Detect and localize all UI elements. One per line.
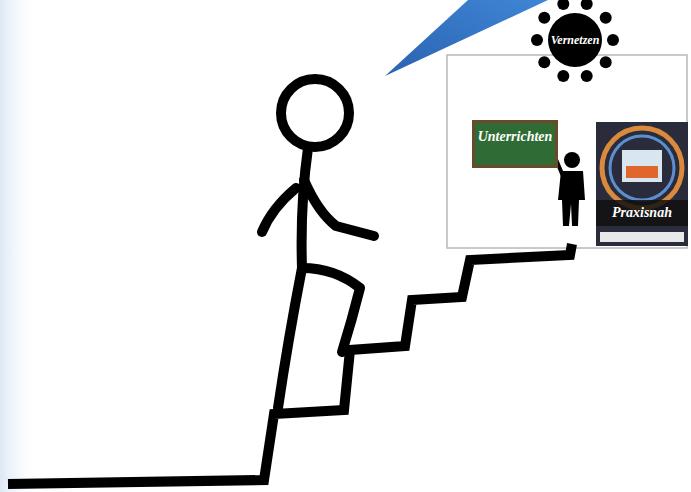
photo-detail xyxy=(626,166,658,178)
chair xyxy=(557,70,569,82)
chair xyxy=(607,34,619,46)
photo-panel xyxy=(596,122,688,246)
figure-arm xyxy=(304,180,374,236)
chair xyxy=(581,0,593,10)
teacher-body xyxy=(558,171,585,226)
photo-band xyxy=(596,200,688,226)
chalkboard-node: Unterrichten xyxy=(472,120,558,168)
chair xyxy=(581,70,593,82)
photo-ring xyxy=(610,136,674,200)
photo-ring xyxy=(602,128,682,208)
chair xyxy=(538,12,550,24)
node-label: Unterrichten xyxy=(478,129,553,145)
round-table xyxy=(548,13,602,67)
photo-footer xyxy=(600,232,684,242)
chair xyxy=(557,0,569,10)
photo-node: Praxisnah xyxy=(598,200,686,226)
teacher-head xyxy=(564,152,580,168)
stick-figure xyxy=(262,79,374,408)
staircase xyxy=(8,244,572,484)
figure-arm xyxy=(262,188,296,232)
chair xyxy=(538,56,550,68)
chair xyxy=(600,56,612,68)
node-label: Vernetzen xyxy=(551,33,600,48)
figure-head xyxy=(281,79,349,147)
figure-body xyxy=(302,148,308,268)
chair xyxy=(531,34,543,46)
figure-leg xyxy=(278,268,302,408)
background-glow xyxy=(0,0,40,492)
table-chairs xyxy=(531,0,619,82)
node-label: Praxisnah xyxy=(612,205,672,221)
idea-frame xyxy=(447,55,687,248)
photo-screen xyxy=(622,150,662,182)
round-table-node: Vernetzen xyxy=(548,13,602,67)
figure-leg xyxy=(302,268,360,352)
photo-background xyxy=(596,122,688,246)
chair xyxy=(600,12,612,24)
